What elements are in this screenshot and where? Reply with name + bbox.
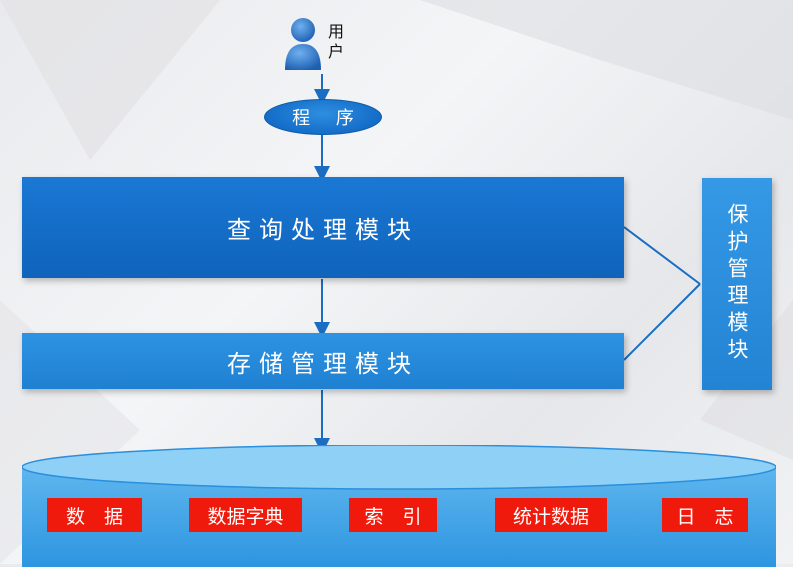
db-item-log: 日 志 [662,498,748,532]
protection-management-module: 保护管理模块 [702,178,772,390]
db-item-data-dictionary: 数据字典 [189,498,302,532]
program-node: 程 序 [264,99,382,135]
db-item-statistics: 统计数据 [495,498,607,532]
storage-management-module: 存储管理模块 [22,333,624,389]
user-icon [285,18,321,70]
database-cylinder [22,445,776,567]
link-protect-to-storage [623,283,701,361]
query-processing-module: 查询处理模块 [22,177,624,278]
db-item-data: 数 据 [47,498,142,532]
db-item-index: 索 引 [349,498,437,532]
link-protect-to-query [623,226,701,285]
user-label: 用户 [327,22,344,61]
